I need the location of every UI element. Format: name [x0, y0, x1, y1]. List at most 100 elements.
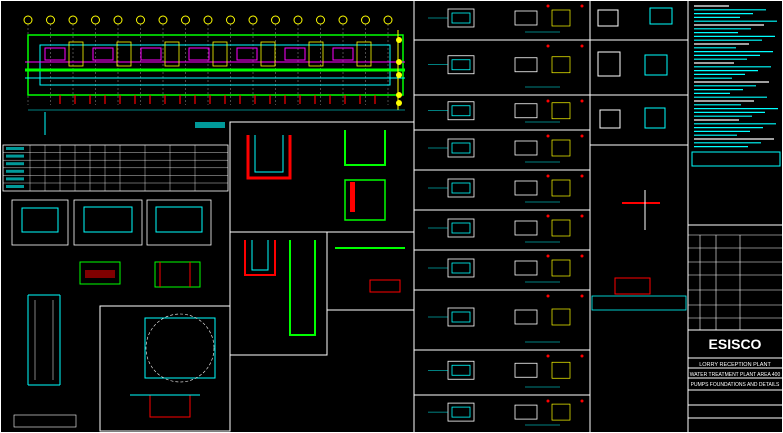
pump-base-section	[514, 260, 538, 276]
pump-outline	[44, 47, 66, 61]
title-block: ESISCO LORRY RECEPTION PLANT WATER TREAT…	[687, 224, 783, 433]
foundation-detail-boxes	[11, 199, 212, 246]
drawing-title: PUMPS FOUNDATIONS AND DETAILS	[691, 382, 780, 388]
grid-bubble	[226, 15, 235, 25]
pump-outline	[236, 47, 258, 61]
pump-base	[212, 41, 228, 67]
red-marker	[580, 134, 584, 138]
red-marker	[580, 399, 584, 403]
anchor-detail	[551, 9, 571, 27]
anchor-detail	[551, 219, 571, 237]
pump-base-section	[514, 220, 538, 236]
grid-bubble	[158, 15, 168, 25]
pump-base-inner	[451, 311, 471, 323]
anchor-detail	[551, 56, 571, 74]
table-cell-fill	[6, 154, 24, 158]
red-marker	[580, 214, 584, 218]
red-marker	[546, 294, 550, 298]
pump-outline	[140, 47, 162, 61]
grid-bubble	[383, 15, 393, 25]
pump-base-inner	[451, 105, 471, 117]
grid-bubble	[293, 15, 303, 25]
section-details	[79, 261, 201, 288]
grid-bubble	[68, 15, 78, 25]
pump-base-inner	[451, 12, 471, 24]
anchor-detail	[551, 403, 571, 421]
anchor-detail	[551, 102, 571, 120]
red-marker	[546, 134, 550, 138]
pump-base-section	[514, 140, 538, 156]
red-marker	[546, 399, 550, 403]
grid-bubble	[271, 15, 280, 25]
pit-plan-detail	[99, 305, 231, 432]
grid-bubble	[338, 15, 348, 25]
red-marker	[546, 214, 550, 218]
grid-bubble	[316, 15, 325, 25]
table-cell-fill	[6, 177, 24, 181]
pump-base-section	[514, 404, 538, 420]
area-name: WATER TREATMENT PLANT AREA 400	[690, 372, 781, 378]
pump-base-section	[514, 362, 538, 378]
grid-bubble	[46, 15, 55, 25]
red-marker	[580, 44, 584, 48]
pump-base-inner	[451, 182, 471, 194]
pump-base	[260, 41, 276, 67]
pump-outline	[92, 47, 114, 61]
grid-bubbles	[23, 15, 393, 105]
pump-outline	[284, 47, 306, 61]
pump-base	[308, 41, 324, 67]
red-marker	[580, 174, 584, 178]
pump-base-inner	[451, 262, 471, 274]
pump-outline	[188, 47, 210, 61]
pump-base-inner	[451, 364, 471, 376]
pump-foundation-details-grid	[414, 0, 590, 433]
company-name: ESISCO	[709, 336, 762, 352]
pump-base-section	[514, 103, 538, 119]
red-marker	[546, 174, 550, 178]
pit-section-panels	[229, 121, 415, 356]
pump-base	[116, 41, 132, 67]
pump-base-section	[514, 57, 538, 73]
pump-base-inner	[451, 142, 471, 154]
red-marker	[546, 254, 550, 258]
grid-bubble	[113, 15, 123, 25]
grid-bubble	[248, 15, 258, 25]
anchor-detail	[551, 139, 571, 157]
pile-detail	[13, 294, 77, 428]
pump-base-inner	[451, 406, 471, 418]
grid-bubble	[136, 15, 145, 25]
anchor-detail	[551, 259, 571, 277]
anchor-detail	[551, 179, 571, 197]
pump-outline	[332, 47, 354, 61]
red-marker	[580, 99, 584, 103]
grid-bubble	[23, 15, 33, 25]
pump-base	[356, 41, 372, 67]
anchor-detail	[551, 361, 571, 379]
pump-base-inner	[451, 59, 471, 71]
pump-base-inner	[451, 222, 471, 234]
schedule-table	[2, 144, 229, 192]
red-marker	[546, 99, 550, 103]
table-cell-fill	[6, 169, 24, 173]
red-marker	[580, 254, 584, 258]
red-marker	[580, 354, 584, 358]
table-cell-fill	[6, 185, 24, 188]
red-marker	[546, 4, 550, 8]
grid-bubble	[361, 15, 370, 25]
red-marker	[546, 44, 550, 48]
third-column-details	[590, 7, 688, 311]
grid-bubble	[91, 15, 100, 25]
pump-base-section	[514, 309, 538, 325]
project-name: LORRY RECEPTION PLANT	[699, 362, 771, 368]
grid-bubble	[203, 15, 213, 25]
anchor-detail	[551, 308, 571, 326]
grid-bubble	[181, 15, 190, 25]
red-marker	[546, 354, 550, 358]
pump-base	[68, 41, 84, 67]
pump-base	[164, 41, 180, 67]
red-marker	[580, 294, 584, 298]
red-marker	[580, 4, 584, 8]
pump-base-section	[514, 180, 538, 196]
